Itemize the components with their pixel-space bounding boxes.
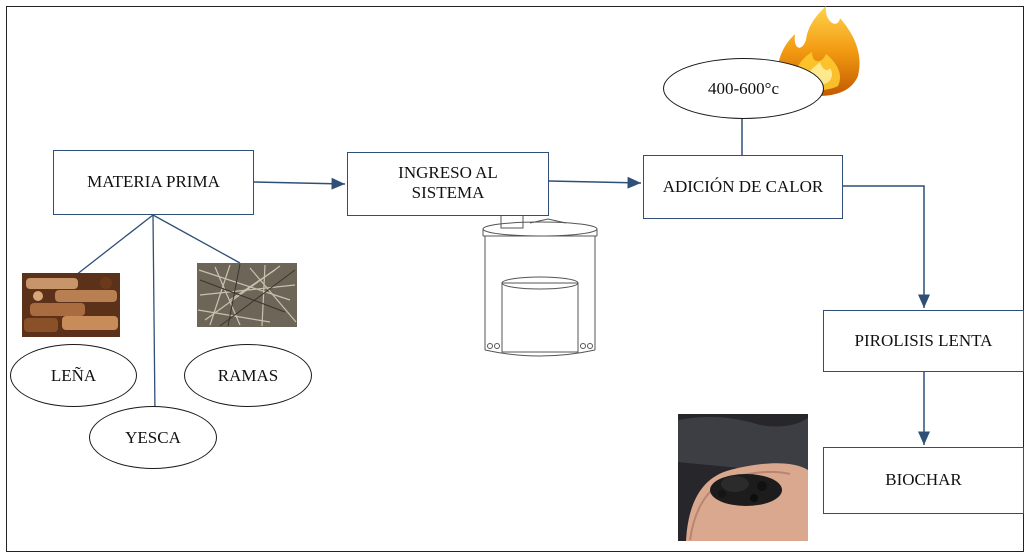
oval-ramas: RAMAS [184,344,312,407]
arrow-materia-to-ingreso [253,177,346,190]
box-materia-prima: MATERIA PRIMA [53,150,254,215]
branch-line-yesca [152,214,156,416]
oval-lena: LEÑA [10,344,137,407]
arrow-adicion-to-pirolisis [843,185,930,308]
box-adicion-de-calor: ADICIÓN DE CALOR [643,155,843,219]
box-ingreso-al-sistema: INGRESO AL SISTEMA [347,152,549,216]
branches-photo [197,263,297,327]
box-pirolisis-lenta: PIROLISIS LENTA [823,310,1024,372]
oval-yesca: YESCA [89,406,217,469]
oval-temperature: 400-600°c [663,58,824,119]
box-biochar: BIOCHAR [823,447,1024,514]
biochar-in-hand-photo [678,414,808,541]
firewood-photo [22,273,120,337]
branch-line-lena [75,214,154,276]
branch-line-ramas [152,214,241,264]
arrow-ingreso-to-adicion [548,176,642,189]
box-ingreso-label: INGRESO AL SISTEMA [398,163,498,203]
